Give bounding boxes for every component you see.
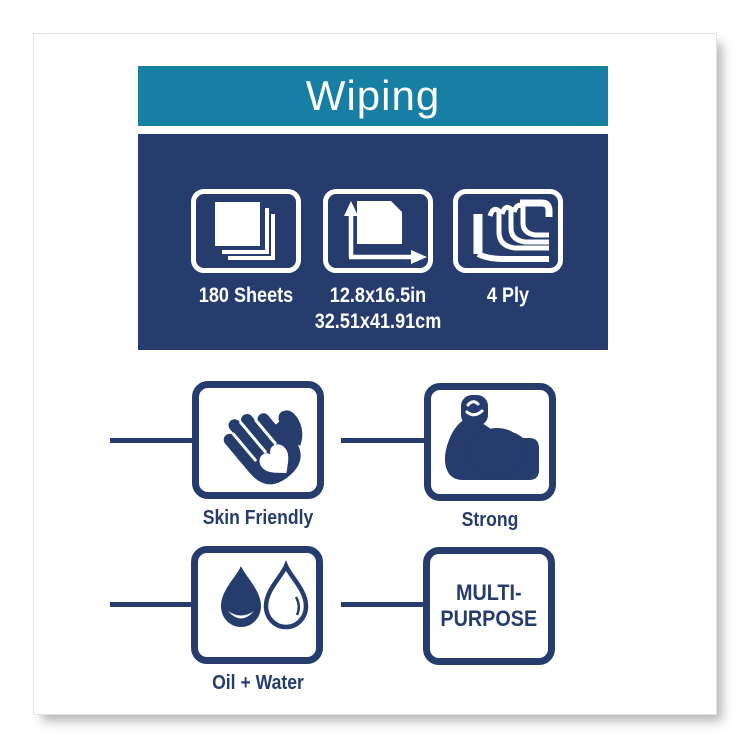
flexed-bicep-icon: [444, 395, 539, 480]
skin-friendly-box: [192, 381, 324, 499]
sheet-size-label: 12.8x16.5in 32.51x41.91cm: [314, 284, 442, 333]
category-banner: Wiping: [138, 66, 608, 126]
sheet-size-box: [323, 189, 433, 273]
connector-line: [110, 602, 191, 607]
hand-heart-icon: [223, 410, 303, 485]
connector-line: [341, 438, 424, 443]
strong-label: Strong: [461, 509, 519, 531]
connector-line: [341, 602, 423, 607]
skin-friendly-label: Skin Friendly: [202, 507, 314, 529]
multi-purpose-label: MULTI- PURPOSE: [440, 580, 538, 631]
ply-count-box: [453, 189, 563, 273]
stacked-sheets-icon: [215, 202, 275, 260]
ply-count-label: 4 Ply: [486, 284, 530, 307]
sheet-count-box: [191, 189, 301, 273]
oil-water-label: Oil + Water: [212, 672, 304, 694]
multi-purpose-box: MULTI- PURPOSE: [423, 547, 555, 665]
spec-panel: 180 Sheets 12.8x16.5in 32.51x41.91cm 4 P…: [138, 134, 608, 350]
ply-layers-icon: [473, 199, 553, 262]
category-title: Wiping: [305, 72, 441, 119]
strong-box: [424, 383, 556, 501]
infographic-card: Wiping: [33, 33, 717, 715]
sheet-dimensions-icon: [344, 201, 427, 264]
connector-line: [110, 438, 192, 443]
oil-water-box: [191, 546, 323, 664]
sheet-count-label: 180 Sheets: [198, 284, 294, 307]
oil-water-droplets-icon: [221, 559, 309, 630]
